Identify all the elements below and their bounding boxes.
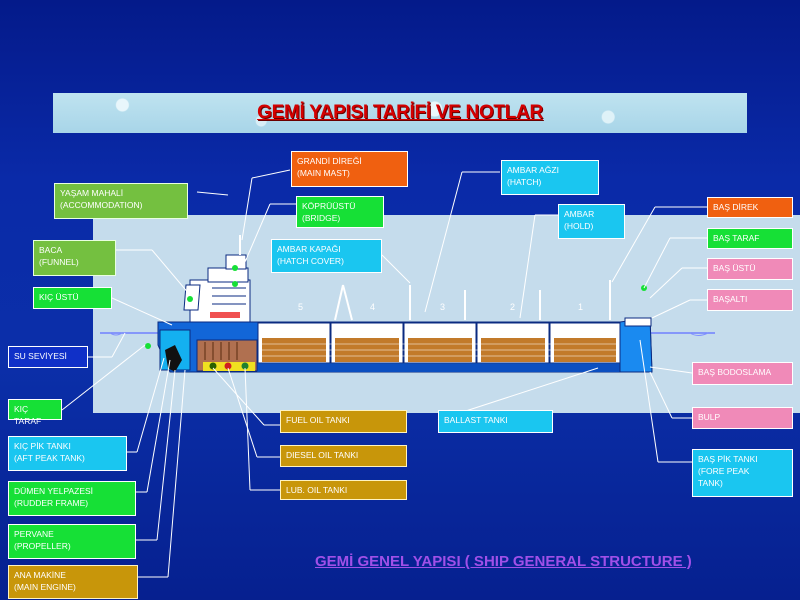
engine-grid [204,342,238,360]
label-funnel: BACA (FUNNEL) [33,240,116,276]
hold-number-4: 4 [370,302,375,312]
label-diesel-oil-tank: DIESEL OIL TANKI [280,445,407,467]
aft-marker [145,343,151,349]
label-ballast-tank: BALLAST TANKI [438,410,553,433]
lifeboat [210,312,240,318]
hold-number-1: 1 [578,302,583,312]
title-banner: GEMİ YAPISI TARİFİ VE NOTLAR [53,93,747,133]
label-forecastle: BAŞALTI [707,289,793,311]
label-hatch: AMBAR AĞZI (HATCH) [501,160,599,195]
label-stem: BAŞ BODOSLAMA [692,362,793,385]
label-fuel-oil-tank: FUEL OIL TANKI [280,410,407,433]
page-title: GEMİ YAPISI TARİFİ VE NOTLAR [257,102,543,123]
label-propeller: PERVANE (PROPELLER) [8,524,136,559]
label-main-engine: ANA MAKİNE (MAIN ENGINE) [8,565,138,599]
label-accommodation: YAŞAM MAHALİ (ACCOMMODATION) [54,183,188,219]
label-bulb: BULP [692,407,793,429]
label-bridge: KÖPRÜÜSTÜ (BRIDGE) [296,196,384,228]
bridge-deck [207,267,249,283]
label-lub-oil-tank: LUB. OIL TANKI [280,480,407,500]
label-aft-peak-tank: KIÇ PİK TANKI (AFT PEAK TANK) [8,436,127,471]
label-water-level: SU SEVİYESİ [8,346,88,368]
label-hold: AMBAR (HOLD) [558,204,625,239]
label-fore-peak-tank: BAŞ PİK TANKI (FORE PEAK TANK) [692,449,793,497]
label-aft-side: KIÇ TARAF [8,399,62,426]
hold-number-2: 2 [510,302,515,312]
label-poop-deck: KIÇ ÜSTÜ [33,287,112,309]
label-hatch-cover: AMBAR KAPAĞI (HATCH COVER) [271,239,382,273]
hatch-cranes [334,280,611,321]
funnel-marker [187,296,193,302]
label-rudder-frame: DÜMEN YELPAZESİ (RUDDER FRAME) [8,481,136,516]
label-fore-side: BAŞ TARAF [707,228,793,249]
label-fore-mast: BAŞ DİREK [707,197,793,218]
accommodation-marker [232,281,238,287]
superstructure-windows [212,287,246,305]
hold-number-3: 3 [440,302,445,312]
water-ripple [109,332,709,336]
forecastle [624,317,652,327]
hold-number-5: 5 [298,302,303,312]
diesel-oil-tank-dot [224,362,232,370]
lub-oil-tank-dot [241,362,249,370]
fuel-oil-tank-dot [209,362,217,370]
diagram-caption: GEMİ GENEL YAPISI ( SHIP GENERAL STRUCTU… [315,553,692,570]
label-forecastle-deck: BAŞ ÜSTÜ [707,258,793,280]
leader-lines [61,169,707,578]
double-bottom [257,364,622,372]
label-main-mast: GRANDİ DİREĞİ (MAIN MAST) [291,151,408,187]
cargo-grain-pattern [262,343,616,357]
bridge-marker [232,265,238,271]
